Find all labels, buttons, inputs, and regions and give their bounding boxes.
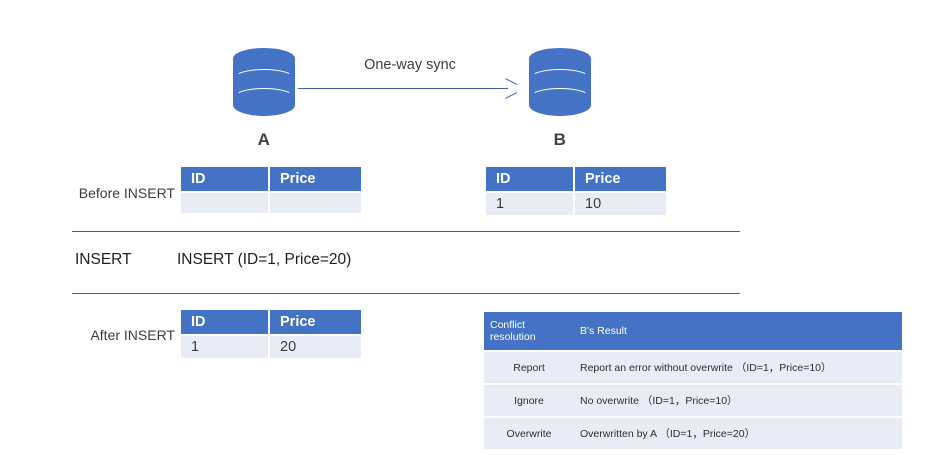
sync-arrow-icon	[298, 82, 516, 96]
stage-label-before-insert: Before INSERT	[78, 185, 175, 201]
cell-result: No overwrite （ID=1，Price=10）	[574, 385, 902, 416]
database-node-a: A	[229, 48, 299, 150]
table-row	[181, 193, 361, 213]
table-b-before: ID Price 1 10	[484, 165, 668, 217]
table-row: 1 10	[486, 193, 666, 215]
database-cylinder-icon	[233, 48, 295, 124]
cylinder-ring-1	[234, 69, 294, 87]
cell-result: Overwritten by A （ID=1，Price=20）	[574, 418, 902, 449]
column-header-price: Price	[270, 310, 361, 334]
cylinder-ring-2	[234, 88, 294, 106]
arrow-shaft	[298, 88, 508, 90]
stage-label-after-insert: After INSERT	[90, 327, 175, 343]
cylinder-ring-1	[530, 69, 590, 87]
column-header-price: Price	[270, 167, 361, 191]
table-header-row: ID Price	[181, 167, 361, 191]
table-header-row: ID Price	[181, 310, 361, 334]
column-header-conflict-resolution: Conflict resolution	[484, 312, 574, 350]
cylinder-top	[233, 48, 295, 69]
stage-label-insert: INSERT	[75, 251, 132, 268]
column-header-id: ID	[181, 167, 268, 191]
cell-conflict-mode: Report	[484, 352, 574, 383]
cell-price: 10	[575, 193, 666, 215]
cell-conflict-mode: Overwrite	[484, 418, 574, 449]
table-row: Ignore No overwrite （ID=1，Price=10）	[484, 385, 902, 416]
cylinder-ring-2	[530, 88, 590, 106]
table-a-before: ID Price	[179, 165, 363, 215]
table-row: 1 20	[181, 336, 361, 358]
column-header-bs-result: B's Result	[574, 312, 902, 350]
conflict-resolution-table: Conflict resolution B's Result Report Re…	[484, 310, 902, 451]
cell-price	[270, 193, 361, 213]
cell-id	[181, 193, 268, 213]
cell-price: 20	[270, 336, 361, 358]
database-node-b: B	[525, 48, 595, 150]
table-row: Overwrite Overwritten by A （ID=1，Price=2…	[484, 418, 902, 449]
table-a-after: ID Price 1 20	[179, 308, 363, 360]
column-header-id: ID	[181, 310, 268, 334]
cell-conflict-mode: Ignore	[484, 385, 574, 416]
table-header-row: Conflict resolution B's Result	[484, 312, 902, 350]
database-cylinder-icon	[529, 48, 591, 124]
arrow-head	[504, 82, 516, 95]
table-row: Report Report an error without overwrite…	[484, 352, 902, 383]
table-header-row: ID Price	[486, 167, 666, 191]
insert-statement: INSERT (ID=1, Price=20)	[177, 251, 352, 268]
database-label-a: A	[257, 130, 271, 149]
cell-id: 1	[181, 336, 268, 358]
column-header-price: Price	[575, 167, 666, 191]
sync-arrow-label: One-way sync	[364, 57, 456, 73]
section-divider-top	[72, 231, 740, 233]
cell-result: Report an error without overwrite （ID=1，…	[574, 352, 902, 383]
cell-id: 1	[486, 193, 573, 215]
database-label-b: B	[553, 130, 567, 149]
section-divider-bottom	[72, 293, 740, 295]
cylinder-top	[529, 48, 591, 69]
column-header-id: ID	[486, 167, 573, 191]
